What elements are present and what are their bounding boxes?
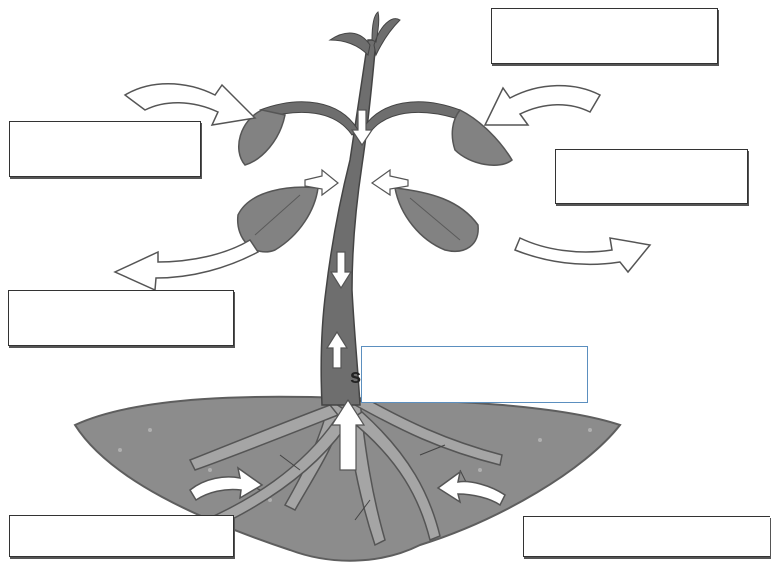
leaf-mid-right bbox=[395, 188, 478, 251]
arrow-upper-right-in bbox=[485, 86, 600, 125]
stem-letter: s bbox=[350, 366, 361, 388]
label-box-center-stem[interactable] bbox=[361, 346, 588, 403]
label-box-left-middle[interactable] bbox=[8, 290, 234, 346]
arrow-lower-left-out bbox=[115, 240, 258, 290]
label-box-right-middle[interactable] bbox=[555, 149, 748, 204]
label-box-upper-left[interactable] bbox=[9, 121, 201, 177]
arrow-upper-left-in bbox=[125, 84, 255, 125]
arrow-lower-right-out bbox=[515, 238, 650, 272]
top-sprout bbox=[330, 12, 400, 55]
label-box-top-right[interactable] bbox=[491, 8, 718, 64]
label-box-bottom-left[interactable] bbox=[9, 515, 234, 557]
label-box-bottom-right[interactable] bbox=[523, 516, 770, 557]
